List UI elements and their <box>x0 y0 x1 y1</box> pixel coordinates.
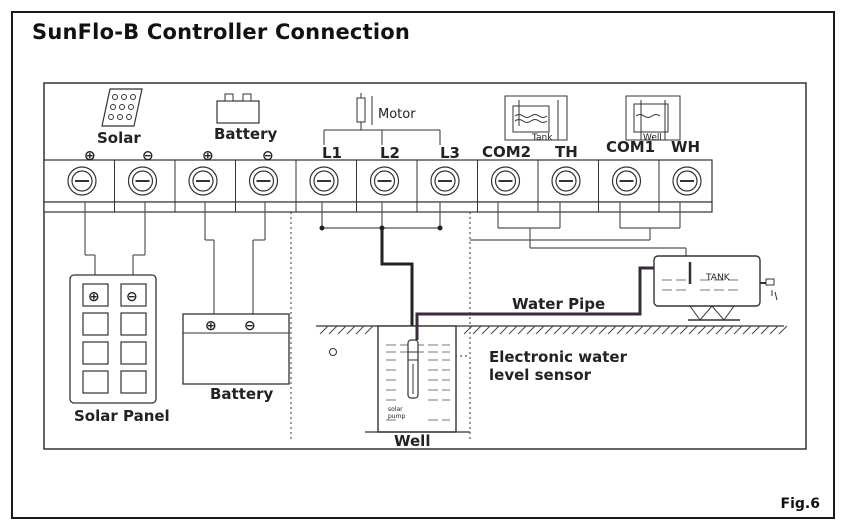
battery-small-icon <box>216 93 260 124</box>
ground-hatch <box>751 325 761 335</box>
battery-wires <box>204 202 266 318</box>
terminal-label-com1: COM1 <box>606 138 655 156</box>
ground-hatch <box>346 325 356 335</box>
sensor-label-line2: level sensor <box>489 366 592 384</box>
ground-hatch <box>634 325 644 335</box>
water-pipe-label: Water Pipe <box>512 295 605 313</box>
page-title: SunFlo-B Controller Connection <box>32 20 410 44</box>
ground-hatch <box>472 325 482 335</box>
battery-label: Battery <box>210 385 273 403</box>
ground-hatch <box>661 325 671 335</box>
battery-plus-symbol: ⊕ <box>202 148 214 164</box>
ground-hatch <box>526 325 536 335</box>
pump-label-line2: pump <box>388 413 405 420</box>
figure-label: Fig.6 <box>780 496 820 512</box>
water-tank <box>653 255 778 321</box>
ground-hatch <box>544 325 554 335</box>
ground-hatch <box>463 325 473 335</box>
ground-hatch <box>697 325 707 335</box>
terminal-label-l1: L1 <box>322 144 342 162</box>
terminal-label-wh: WH <box>671 138 700 156</box>
motor-icon <box>323 93 441 145</box>
figure-frame <box>11 11 835 519</box>
solar-plus-symbol: ⊕ <box>84 148 96 164</box>
pump-label-line1: solar <box>388 406 403 413</box>
battery-unit-plus-symbol: ⊕ <box>205 318 217 334</box>
battery-unit-minus-symbol: ⊖ <box>244 318 256 334</box>
panel-minus-symbol: ⊖ <box>126 289 138 305</box>
ground-hatch <box>364 325 374 335</box>
ground-hatch <box>760 325 770 335</box>
solar-icon <box>101 88 143 127</box>
tank-small-icon <box>504 95 568 141</box>
ground-hatch <box>580 325 590 335</box>
ground-hatch <box>670 325 680 335</box>
ground-hatch <box>553 325 563 335</box>
solar-label: Solar <box>97 129 141 147</box>
ground-hatch <box>742 325 752 335</box>
terminal-label-l2: L2 <box>380 144 400 162</box>
well-small-label: Well <box>643 133 662 143</box>
ground-hatch <box>319 325 329 335</box>
ground-hatch <box>355 325 365 335</box>
ground-hatch <box>562 325 572 335</box>
motor-wires <box>319 202 443 340</box>
ground-hatch <box>778 325 788 335</box>
ground-hatch <box>733 325 743 335</box>
sensor-label-line1: Electronic water <box>489 348 628 366</box>
well-label: Well <box>394 432 430 450</box>
tank-small-label: Tank <box>531 133 553 143</box>
terminal-strip <box>43 159 713 213</box>
sensor-wires <box>470 202 687 262</box>
ground-hatch <box>535 325 545 335</box>
ground-hatch <box>688 325 698 335</box>
well-small-icon <box>625 95 681 141</box>
ground-hatch <box>337 325 347 335</box>
ground-hatch <box>643 325 653 335</box>
ground-hatch <box>679 325 689 335</box>
panel-plus-symbol: ⊕ <box>88 289 100 305</box>
tank-label: TANK <box>705 273 731 283</box>
ground-hatch <box>571 325 581 335</box>
ground-hatch <box>589 325 599 335</box>
ground-hatch <box>517 325 527 335</box>
ground-hatch <box>499 325 509 335</box>
motor-label: Motor <box>378 107 416 122</box>
solar-minus-symbol: ⊖ <box>142 148 154 164</box>
ground-hatch <box>616 325 626 335</box>
ground-hatch <box>328 325 338 335</box>
solar-panel <box>69 274 157 404</box>
ground-hatch <box>508 325 518 335</box>
ground-hatch <box>706 325 716 335</box>
ground-hatch <box>625 325 635 335</box>
diagram-box <box>43 82 807 450</box>
solar-pump <box>407 339 419 399</box>
battery-minus-symbol: ⊖ <box>262 148 274 164</box>
terminal-label-com2: COM2 <box>482 143 531 161</box>
ground-hatch <box>490 325 500 335</box>
ground-hatch <box>724 325 734 335</box>
terminal-label-th: TH <box>555 143 578 161</box>
terminal-label-l3: L3 <box>440 144 460 162</box>
battery-unit <box>182 313 290 385</box>
ground-hatch <box>769 325 779 335</box>
ground-hatch <box>598 325 608 335</box>
battery-label-top: Battery <box>214 125 277 143</box>
ground-hatch <box>607 325 617 335</box>
ground-hatch <box>652 325 662 335</box>
ground-marker <box>329 348 337 356</box>
solar-panel-label: Solar Panel <box>74 407 170 425</box>
solar-wires <box>84 202 146 285</box>
ground-hatch <box>715 325 725 335</box>
ground-hatch <box>481 325 491 335</box>
